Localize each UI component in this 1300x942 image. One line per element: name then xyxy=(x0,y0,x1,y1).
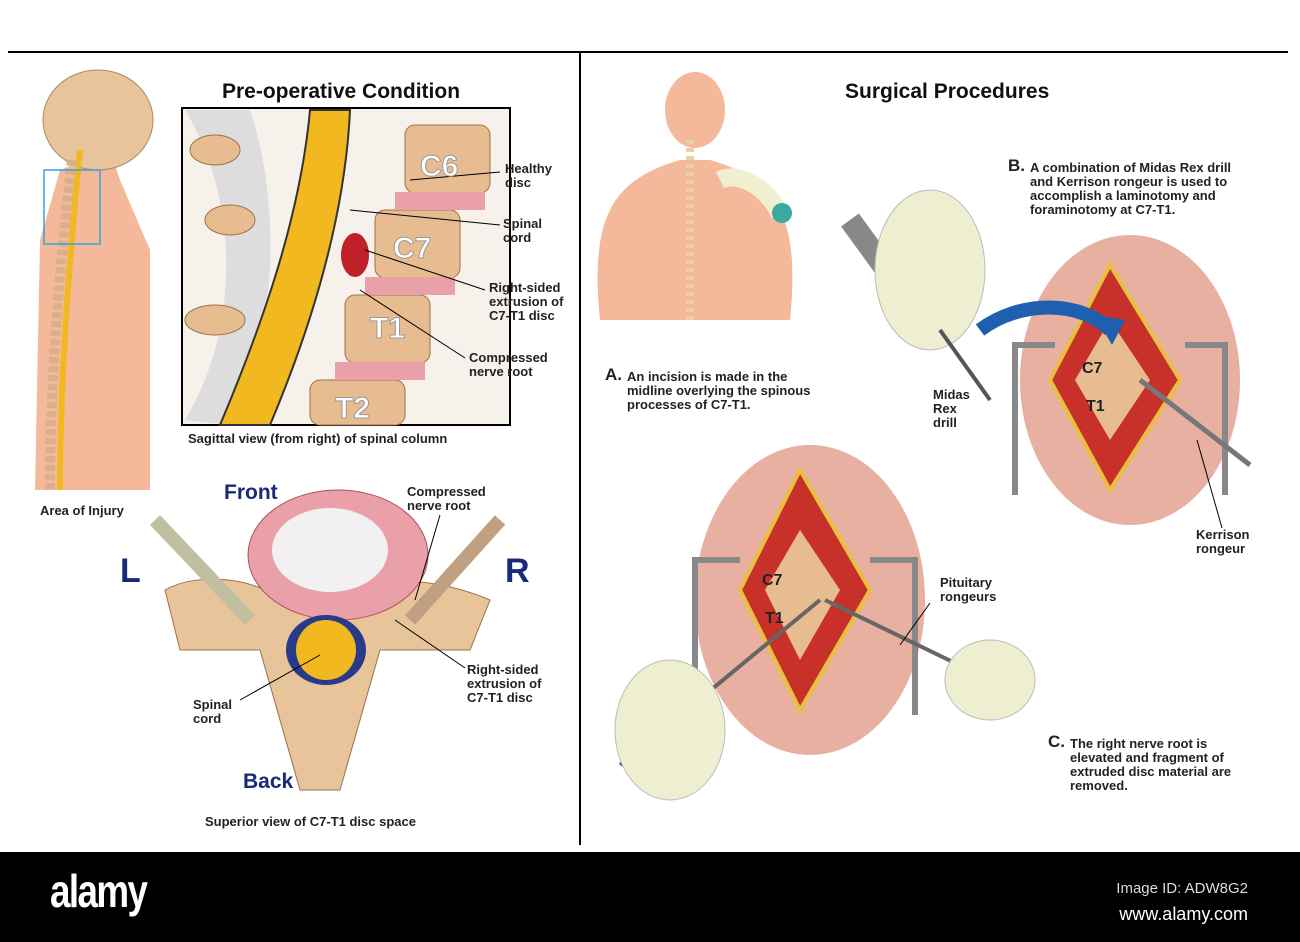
vertebra-c7: C7 xyxy=(392,232,432,266)
superior-view xyxy=(149,489,506,791)
step-b: B. A combination of Midas Rex drill and K… xyxy=(1008,157,1250,217)
area-of-injury-label: Area of Injury xyxy=(40,503,124,518)
sagittal-caption: Sagittal view (from right) of spinal col… xyxy=(188,431,448,446)
superior-spinal-cord: Spinal cord xyxy=(193,697,233,726)
front-label: Front xyxy=(224,481,278,504)
step-b-letter: B. xyxy=(1008,156,1025,175)
injury-highlight-box xyxy=(43,169,101,245)
body-side-view xyxy=(35,69,154,491)
superior-caption: Superior view of C7-T1 disc space xyxy=(205,814,416,829)
label-nerve-root: Compressed nerve root xyxy=(469,350,548,379)
back-label: Back xyxy=(243,770,294,793)
step-a-letter: A. xyxy=(605,365,622,384)
step-c: C. The right nerve root is elevated and f… xyxy=(1048,733,1260,793)
midas-rex-drill-label: Midas Rex drill xyxy=(933,387,970,430)
kerrison-rongeur-label: Kerrison rongeur xyxy=(1196,527,1250,556)
step-a: A. An incision is made in the midline ove… xyxy=(605,366,832,412)
preop-title: Pre-operative Condition xyxy=(222,80,461,103)
label-extrusion: Right-sided extrusion of C7-T1 disc xyxy=(489,280,564,323)
step-b-t1: T1 xyxy=(1086,398,1105,415)
step-c-c7: C7 xyxy=(762,572,783,589)
vertebra-t2: T2 xyxy=(334,392,371,426)
vertebra-c6: C6 xyxy=(419,150,459,184)
left-label: L xyxy=(120,552,141,590)
step-b-illustration xyxy=(841,189,1252,529)
superior-nerve-root: Compressed nerve root xyxy=(407,484,486,513)
step-a-text: An incision is made in the midline overl… xyxy=(627,369,811,412)
surgical-title: Surgical Procedures xyxy=(845,80,1050,103)
step-b-text: A combination of Midas Rex drill and Ker… xyxy=(1030,160,1232,217)
step-b-c7: C7 xyxy=(1082,360,1103,377)
pituitary-rongeurs-label: Pituitary rongeurs xyxy=(940,575,997,604)
superior-extrusion: Right-sided extrusion of C7-T1 disc xyxy=(467,662,542,705)
step-c-t1: T1 xyxy=(765,610,784,627)
image-id: Image ID: ADW8G2 xyxy=(1116,880,1248,897)
right-label: R xyxy=(505,552,530,590)
step-c-text: The right nerve root is elevated and fra… xyxy=(1070,736,1232,793)
step-c-letter: C. xyxy=(1048,732,1065,751)
step-c-illustration xyxy=(614,445,1036,801)
footer-bar: alamy Image ID: ADW8G2 www.alamy.com xyxy=(0,852,1300,942)
label-healthy-disc: Healthy disc xyxy=(505,161,552,190)
alamy-logo: alamy xyxy=(50,865,148,917)
back-view xyxy=(597,72,793,320)
sagittal-view xyxy=(181,107,511,426)
vertebra-t1: T1 xyxy=(369,312,406,346)
label-spinal-cord: Spinal cord xyxy=(503,216,543,245)
footer-url[interactable]: www.alamy.com xyxy=(1119,904,1248,924)
